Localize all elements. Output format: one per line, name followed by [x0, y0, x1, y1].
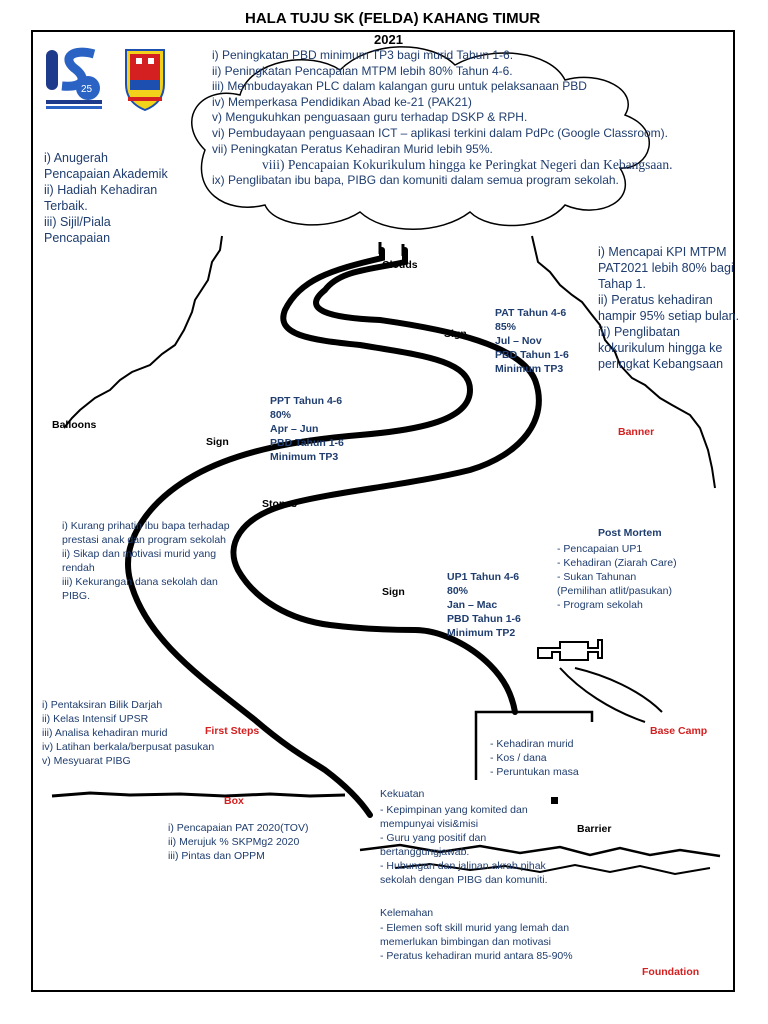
- kekuatan-item: bertanggungjawab.: [380, 845, 548, 859]
- pat-line: PAT Tahun 4-6: [495, 306, 569, 320]
- first-steps-item: iii) Analisa kehadiran murid: [42, 726, 214, 740]
- sign-label-bottom: Sign: [382, 586, 405, 598]
- transformasi-sekolah-logo: 25: [44, 44, 104, 112]
- school-crest-logo: [120, 44, 170, 114]
- kekuatan-item: - Hubungan dan jalinan akrab pihak: [380, 859, 548, 873]
- stones-label: Stones: [262, 498, 297, 510]
- post-mortem-title: Post Mortem: [598, 526, 662, 540]
- foundation-label: Foundation: [642, 966, 699, 978]
- up1-line: Minimum TP2: [447, 626, 521, 640]
- ppt-milestone: PPT Tahun 4-6 80% Apr – Jun PBD Tahun 1-…: [270, 394, 344, 464]
- base-camp-label: Base Camp: [650, 725, 707, 737]
- kekuatan-item: mempunyai visi&misi: [380, 817, 548, 831]
- kekuatan-item: - Kepimpinan yang komited dan: [380, 803, 548, 817]
- kelemahan-item: memerlukan bimbingan dan motivasi: [380, 935, 573, 949]
- stones-item: iii) Kekurangan dana sekolah dan PIBG.: [62, 575, 232, 603]
- balloons-label: Balloons: [52, 419, 96, 431]
- pat-line: Minimum TP3: [495, 362, 569, 376]
- pat-line: PBD Tahun 1-6: [495, 348, 569, 362]
- first-steps-item: v) Mesyuarat PIBG: [42, 754, 214, 768]
- box-label: Box: [224, 795, 244, 807]
- kekuatan-title: Kekuatan: [380, 787, 424, 801]
- page-title: HALA TUJU SK (FELDA) KAHANG TIMUR: [245, 10, 540, 27]
- goal-item: iv) Memperkasa Pendidikan Abad ke-21 (PA…: [212, 95, 712, 111]
- first-steps-item: ii) Kelas Intensif UPSR: [42, 712, 214, 726]
- balloons-list: i) Anugerah Pencapaian Akademik ii) Hadi…: [44, 150, 174, 246]
- first-steps-item: iv) Latihan berkala/berpusat pasukan: [42, 740, 214, 754]
- road-inner-edge: [233, 250, 538, 712]
- base-camp-list: - Kehadiran murid - Kos / dana - Peruntu…: [490, 737, 579, 779]
- ppt-line: Minimum TP3: [270, 450, 344, 464]
- barrier-label: Barrier: [577, 823, 611, 835]
- kekuatan-list: - Kepimpinan yang komited dan mempunyai …: [380, 803, 548, 887]
- goal-item: i) Peningkatan PBD minimum TP3 bagi muri…: [212, 48, 712, 64]
- ground-line-left: [52, 793, 345, 796]
- box-list: i) Pencapaian PAT 2020(TOV) ii) Merujuk …: [168, 821, 308, 863]
- first-steps-item: i) Pentaksiran Bilik Darjah: [42, 698, 214, 712]
- base-camp-path-2: [575, 668, 662, 712]
- barrier-marker: [551, 797, 558, 804]
- banner-item: i) Mencapai KPI MTPM PAT2021 lebih 80% b…: [598, 244, 746, 292]
- balloons-item: i) Anugerah Pencapaian Akademik: [44, 150, 174, 182]
- ppt-line: Apr – Jun: [270, 422, 344, 436]
- post-mortem-item: (Pemilihan atlit/pasukan): [557, 584, 677, 598]
- post-mortem-item: - Sukan Tahunan: [557, 570, 677, 584]
- kelemahan-item: - Elemen soft skill murid yang lemah dan: [380, 921, 573, 935]
- base-camp-item: - Peruntukan masa: [490, 765, 579, 779]
- sign-label-top: Sign: [444, 328, 467, 340]
- goal-item: ix) Penglibatan ibu bapa, PIBG dan komun…: [212, 173, 712, 189]
- pat-milestone: PAT Tahun 4-6 85% Jul – Nov PBD Tahun 1-…: [495, 306, 569, 376]
- banner-item: iii) Penglibatan kokurikulum hingga ke p…: [598, 324, 746, 372]
- kekuatan-item: - Guru yang positif dan: [380, 831, 548, 845]
- ppt-line: PPT Tahun 4-6: [270, 394, 344, 408]
- box-item: ii) Merujuk % SKPMg2 2020: [168, 835, 308, 849]
- post-mortem-list: - Pencapaian UP1 - Kehadiran (Ziarah Car…: [557, 542, 677, 612]
- goal-item: vi) Pembudayaan penguasaan ICT – aplikas…: [212, 126, 712, 142]
- up1-milestone: UP1 Tahun 4-6 80% Jan – Mac PBD Tahun 1-…: [447, 570, 521, 640]
- pat-line: 85%: [495, 320, 569, 334]
- kelemahan-list: - Elemen soft skill murid yang lemah dan…: [380, 921, 573, 963]
- signpost: [538, 640, 602, 660]
- up1-line: UP1 Tahun 4-6: [447, 570, 521, 584]
- stones-item: i) Kurang prihatin ibu bapa terhadap pre…: [62, 519, 232, 547]
- sign-label-middle: Sign: [206, 436, 229, 448]
- post-mortem-item: - Kehadiran (Ziarah Care): [557, 556, 677, 570]
- mountain-left-side: [64, 236, 222, 428]
- banner-label: Banner: [618, 426, 654, 438]
- stones-item: ii) Sikap dan motivasi murid yang rendah: [62, 547, 232, 575]
- up1-line: Jan – Mac: [447, 598, 521, 612]
- balloons-item: ii) Hadiah Kehadiran Terbaik.: [44, 182, 174, 214]
- banner-list: i) Mencapai KPI MTPM PAT2021 lebih 80% b…: [598, 244, 746, 372]
- kelemahan-title: Kelemahan: [380, 906, 433, 920]
- ppt-line: 80%: [270, 408, 344, 422]
- goal-item: v) Mengukuhkan penguasaan guru terhadap …: [212, 110, 712, 126]
- goal-item: viii) Pencapaian Kokurikulum hingga ke P…: [212, 157, 692, 173]
- post-mortem-item: - Pencapaian UP1: [557, 542, 677, 556]
- first-steps-list: i) Pentaksiran Bilik Darjah ii) Kelas In…: [42, 698, 214, 768]
- base-camp-item: - Kehadiran murid: [490, 737, 579, 751]
- up1-line: PBD Tahun 1-6: [447, 612, 521, 626]
- page-year: 2021: [374, 32, 403, 47]
- base-camp-item: - Kos / dana: [490, 751, 579, 765]
- stones-list: i) Kurang prihatin ibu bapa terhadap pre…: [62, 519, 232, 603]
- post-mortem-item: - Program sekolah: [557, 598, 677, 612]
- goal-item: ii) Peningkatan Pencapaian MTPM lebih 80…: [212, 64, 712, 80]
- clouds-label: Clouds: [382, 259, 418, 271]
- kelemahan-item: - Peratus kehadiran murid antara 85-90%: [380, 949, 573, 963]
- box-item: i) Pencapaian PAT 2020(TOV): [168, 821, 308, 835]
- kekuatan-item: sekolah dengan PIBG dan komuniti.: [380, 873, 548, 887]
- goal-item: vii) Peningkatan Peratus Kehadiran Murid…: [212, 142, 712, 158]
- pat-line: Jul – Nov: [495, 334, 569, 348]
- balloons-item: iii) Sijil/Piala Pencapaian: [44, 214, 174, 246]
- logo-number: 25: [81, 84, 93, 95]
- ppt-line: PBD Tahun 1-6: [270, 436, 344, 450]
- up1-line: 80%: [447, 584, 521, 598]
- goal-item: iii) Membudayakan PLC dalam kalangan gur…: [212, 79, 712, 95]
- banner-item: ii) Peratus kehadiran hampir 95% setiap …: [598, 292, 746, 324]
- box-item: iii) Pintas dan OPPM: [168, 849, 308, 863]
- cloud-goals-list: i) Peningkatan PBD minimum TP3 bagi muri…: [212, 48, 712, 189]
